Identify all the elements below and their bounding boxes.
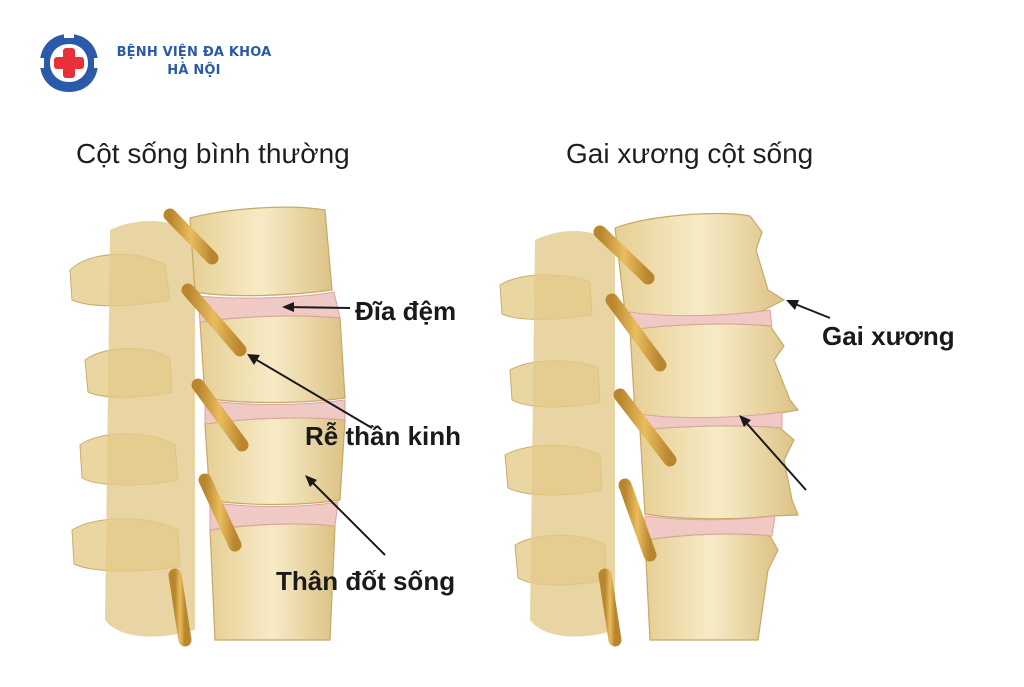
hospital-logo: BỆNH VIỆN ĐA KHOA HÀ NỘI bbox=[34, 30, 274, 100]
label-nerve-root: Rễ thần kinh bbox=[305, 421, 462, 451]
panel-title-bone-spur: Gai xương cột sống bbox=[566, 138, 814, 169]
normal-spine bbox=[69, 206, 386, 647]
medical-cross-icon bbox=[34, 30, 104, 92]
label-bone-spur: Gai xương bbox=[822, 321, 955, 351]
label-vertebral-body: Thân đốt sống bbox=[276, 566, 456, 596]
bone-spur-spine bbox=[499, 212, 831, 647]
label-disc: Đĩa đệm bbox=[355, 296, 457, 326]
logo-line-1: BỆNH VIỆN ĐA KHOA bbox=[116, 45, 272, 60]
panel-title-normal: Cột sống bình thường bbox=[76, 138, 350, 169]
logo-line-2: HÀ NỘI bbox=[167, 63, 221, 78]
